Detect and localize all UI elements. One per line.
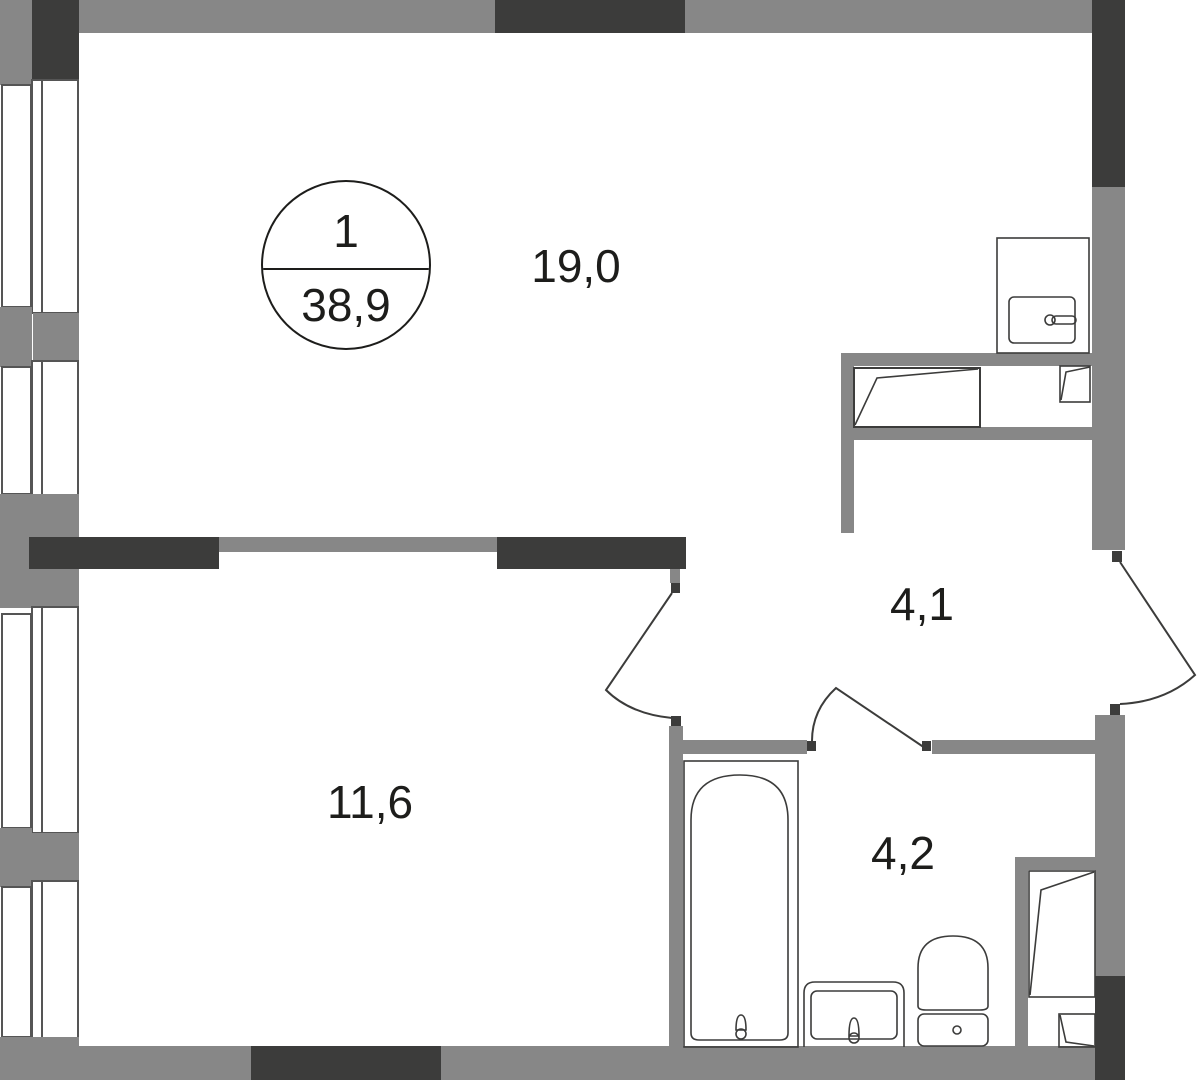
right-wall-column-top [1092, 0, 1125, 187]
kitchen-sink [996, 237, 1090, 354]
bathroom-door-hinge [807, 741, 816, 751]
interior-wall-right [497, 537, 686, 569]
left-pier-3 [0, 828, 32, 887]
kitchen-partition-left [841, 353, 854, 533]
bathroom-wall-top-right [932, 740, 1095, 754]
utility-wall-left [1015, 857, 1028, 1047]
bottom-wall [0, 1046, 1095, 1080]
top-wall-column [495, 0, 685, 33]
apartment-badge: 1 38,9 [261, 180, 431, 350]
corner-column-top-left [32, 0, 79, 80]
interior-wall-left [29, 537, 219, 569]
bathtub [683, 760, 799, 1048]
interior-partition [219, 537, 497, 552]
door-jamb [670, 569, 680, 583]
utility-cabinet [1028, 870, 1096, 1048]
entry-hinge-upper [1112, 551, 1122, 562]
door-hinge [671, 583, 680, 593]
kitchen-partition-top [841, 353, 1092, 366]
kitchen-appliance-large [853, 367, 981, 428]
left-pier-1b [33, 313, 79, 361]
window-left-bottom [1, 880, 79, 1046]
washbasin [803, 981, 905, 1047]
bathroom-area: 4,2 [871, 827, 935, 879]
bottom-wall-column [251, 1046, 441, 1080]
bathroom-door-swing [811, 686, 926, 749]
left-pier-4 [0, 1037, 79, 1080]
bathroom-wall-top-left [683, 740, 807, 754]
badge-divider [263, 268, 429, 270]
left-pier-1 [0, 307, 32, 367]
bathroom-wall-left [669, 726, 683, 1046]
right-wall-column-bottom [1095, 976, 1125, 1080]
right-jamb-lower [1095, 715, 1125, 745]
kitchen-appliance-small [1059, 365, 1091, 403]
utility-wall-top [1015, 857, 1095, 870]
bedroom-area: 11,6 [326, 776, 414, 828]
bathroom-door-stop [922, 741, 931, 751]
door-hinge-2 [671, 716, 681, 726]
entry-hinge-lower [1110, 704, 1120, 715]
bedroom-door-swing [604, 592, 673, 719]
left-wall [0, 0, 32, 85]
window-left-lower [1, 606, 79, 834]
living-room-area: 19,0 [531, 240, 621, 292]
total-area: 38,9 [301, 279, 391, 331]
hallway-area: 4,1 [890, 578, 954, 630]
rooms-count: 1 [333, 205, 359, 257]
kitchen-partition-bottom [854, 427, 1092, 440]
toilet [917, 935, 989, 1047]
window-left-top [1, 79, 79, 314]
window-left-middle [1, 360, 79, 502]
entrance-door-swing [1119, 561, 1197, 705]
left-pier-3b [32, 833, 79, 881]
